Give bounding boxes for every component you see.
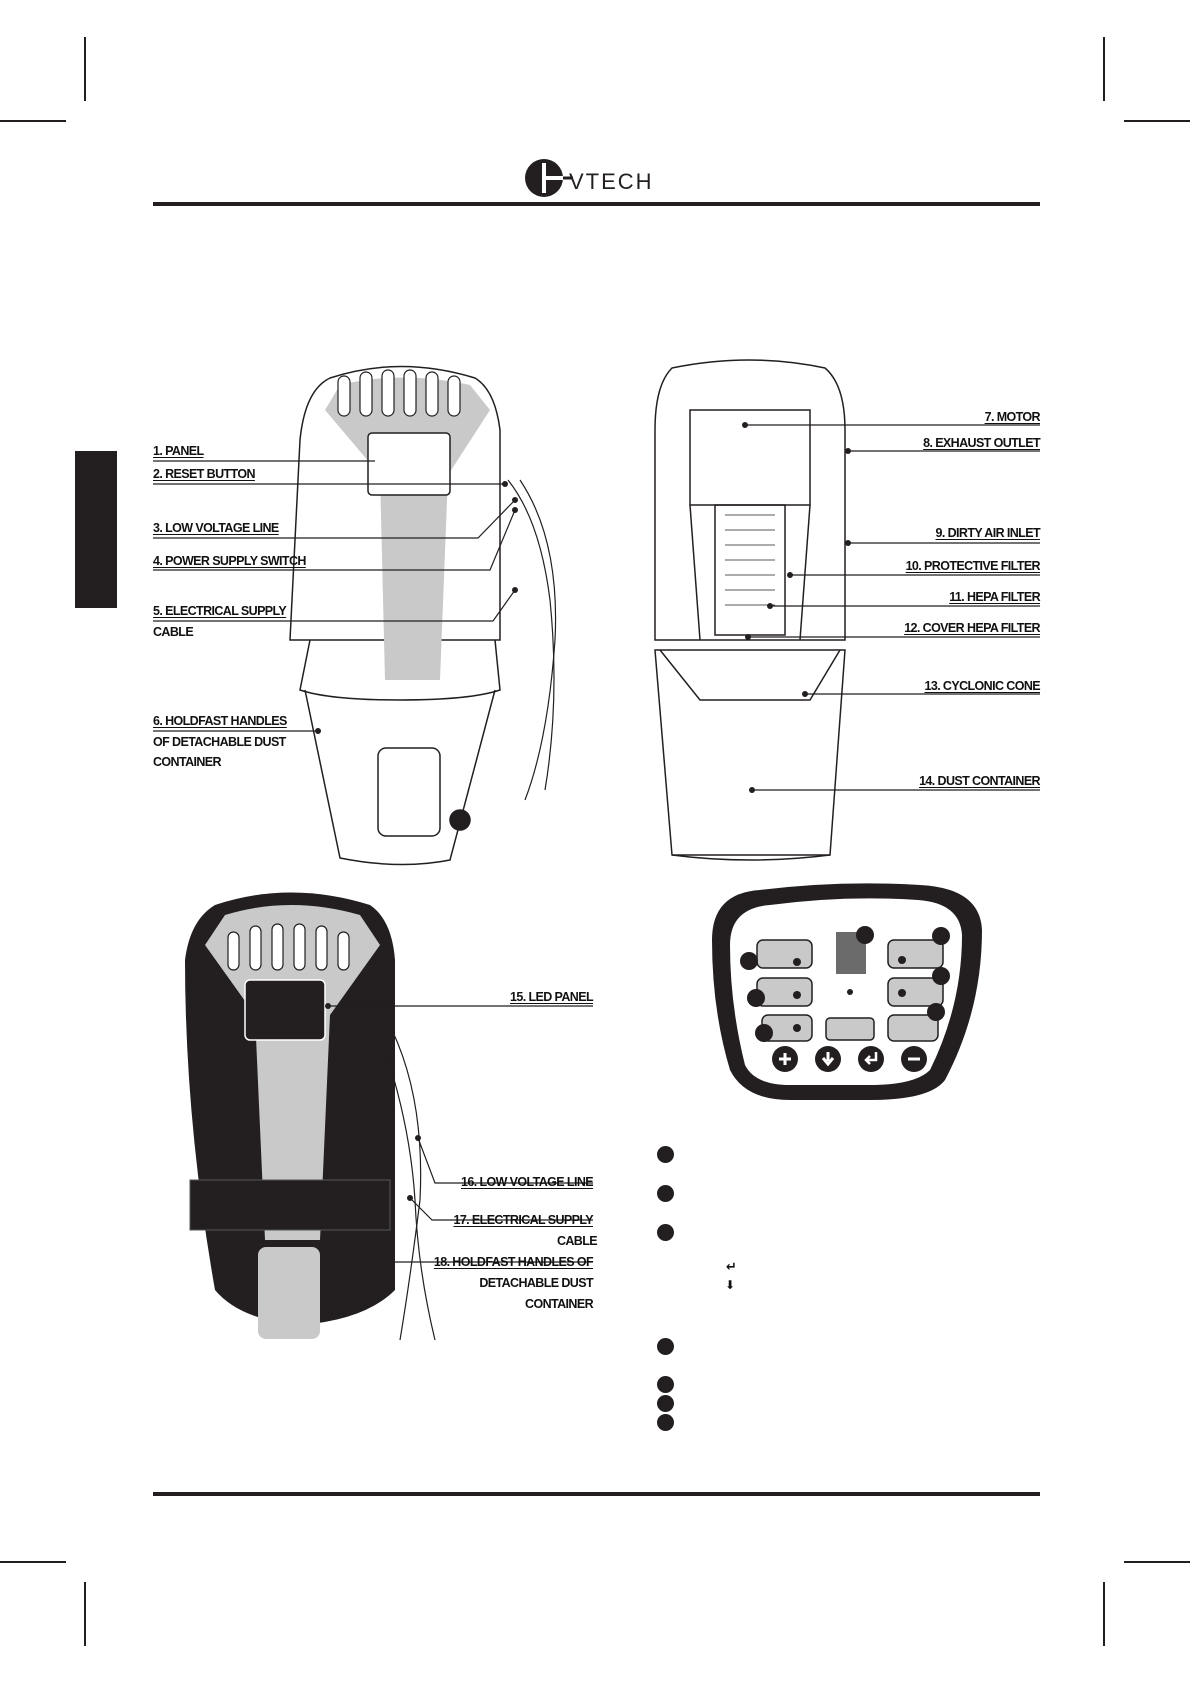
enter-icon: ↵ xyxy=(726,1260,737,1275)
brand-logo: VTECH xyxy=(525,157,675,197)
led-panel-buttons xyxy=(772,1046,927,1072)
label-protective-filter: 10. PROTECTIVE FILTER xyxy=(905,559,1041,573)
label-holdfast-handles-2-cont: DETACHABLE DUST xyxy=(479,1276,593,1290)
legend-bullet xyxy=(657,1376,674,1393)
label-electrical-supply-2: 17. ELECTRICAL SUPPLY xyxy=(453,1213,593,1227)
label-motor: 7. MOTOR xyxy=(984,410,1041,424)
label-hepa-filter: 11. HEPA FILTER xyxy=(949,590,1040,604)
legend-bullet xyxy=(657,1224,674,1241)
label-electrical-supply-2-cont: CABLE xyxy=(556,1234,598,1248)
footer-rule xyxy=(153,1492,1040,1496)
legend-bullet xyxy=(657,1185,674,1202)
label-holdfast-handles-cont2: CONTAINER xyxy=(153,755,222,769)
label-electrical-supply: 5. ELECTRICAL SUPPLY xyxy=(153,604,287,618)
label-holdfast-handles-2-cont2: CONTAINER xyxy=(525,1297,594,1311)
label-low-voltage-line: 3. LOW VOLTAGE LINE xyxy=(153,521,279,535)
logo-text: VTECH xyxy=(569,169,654,194)
crop-mark xyxy=(84,37,86,101)
crop-mark xyxy=(1124,1561,1190,1563)
label-dirty-air-inlet: 9. DIRTY AIR INLET xyxy=(935,526,1041,540)
label-cover-hepa-filter: 12. COVER HEPA FILTER xyxy=(904,621,1040,635)
label-cyclonic-cone: 13. CYCLONIC CONE xyxy=(924,679,1040,693)
crop-mark xyxy=(1103,37,1105,101)
crop-mark xyxy=(84,1582,86,1646)
label-reset-button: 2. RESET BUTTON xyxy=(153,467,256,481)
crop-mark xyxy=(1124,120,1190,122)
label-power-supply-switch: 4. POWER SUPPLY SWITCH xyxy=(153,554,306,568)
legend-bullet xyxy=(657,1395,674,1412)
legend-bullet xyxy=(657,1414,674,1431)
label-led-panel: 15. LED PANEL xyxy=(510,990,594,1004)
crop-mark xyxy=(0,1561,66,1563)
crop-mark xyxy=(0,120,66,122)
label-electrical-supply-cont: CABLE xyxy=(153,625,194,639)
section-tab xyxy=(75,451,117,608)
label-holdfast-handles-2: 18. HOLDFAST HANDLES OF xyxy=(433,1255,594,1269)
legend-bullet xyxy=(657,1338,674,1355)
label-low-voltage-line-2: 16. LOW VOLTAGE LINE xyxy=(461,1175,594,1189)
header-rule xyxy=(153,202,1040,206)
legend-bullet xyxy=(657,1146,674,1163)
label-dust-container: 14. DUST CONTAINER xyxy=(919,774,1041,788)
crop-mark xyxy=(1103,1582,1105,1646)
label-exhaust-outlet: 8. EXHAUST OUTLET xyxy=(923,436,1041,450)
down-arrow-icon: ⬇ xyxy=(725,1278,736,1292)
label-holdfast-handles: 6. HOLDFAST HANDLES xyxy=(153,714,287,728)
label-holdfast-handles-cont: OF DETACHABLE DUST xyxy=(153,735,286,749)
label-panel: 1. PANEL xyxy=(153,444,204,458)
